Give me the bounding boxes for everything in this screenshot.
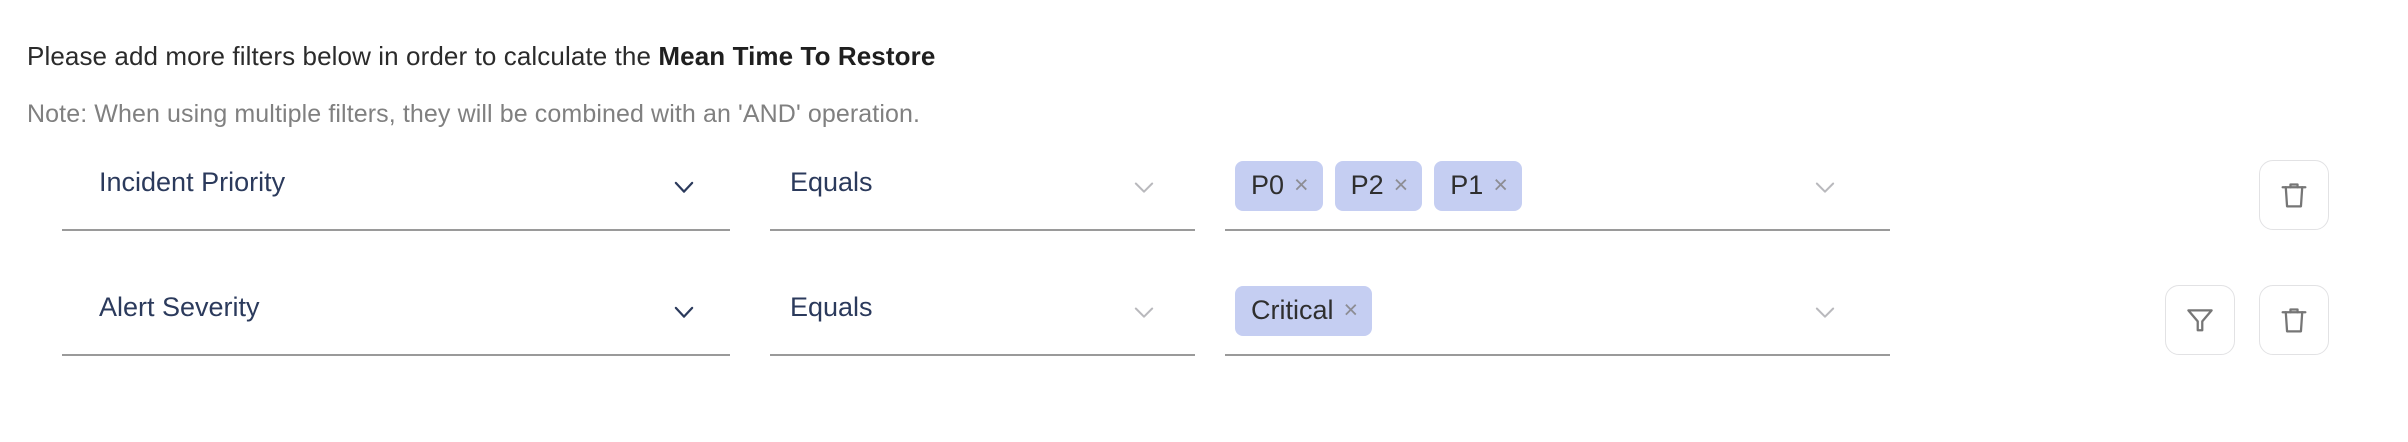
filter-row: Alert Severity Equals Critical × [0,280,2408,405]
value-token[interactable]: P1 × [1434,161,1522,211]
chevron-down-icon[interactable] [1130,298,1158,326]
attribute-select[interactable]: Incident Priority [62,155,730,231]
delete-filter-button[interactable] [2259,285,2329,355]
filter-row: Incident Priority Equals P0 × P2 × [0,155,2408,280]
attribute-select-underline [62,229,730,231]
operator-select-value: Equals [790,292,873,322]
chevron-down-icon[interactable] [1811,173,1839,201]
operator-select-value: Equals [790,167,873,197]
attribute-select[interactable]: Alert Severity [62,280,730,356]
close-icon[interactable]: × [1393,171,1409,199]
page-title: Please add more filters below in order t… [27,40,935,72]
value-multiselect[interactable]: Critical × [1225,280,1890,356]
metric-name: Mean Time To Restore [658,41,936,71]
operator-select-underline [770,354,1195,356]
value-multiselect-underline [1225,354,1890,356]
chevron-down-icon[interactable] [670,173,698,201]
close-icon[interactable]: × [1294,171,1309,199]
close-icon[interactable]: × [1493,171,1508,199]
value-token-label: Critical [1251,295,1334,325]
trash-icon [2281,183,2307,208]
attribute-select-value: Incident Priority [99,167,286,197]
chevron-down-icon[interactable] [1130,173,1158,201]
value-multiselect[interactable]: P0 × P2 × P1 × [1225,155,1890,231]
operator-select[interactable]: Equals [770,155,1195,231]
value-token[interactable]: Critical × [1235,286,1373,336]
close-icon[interactable]: × [1343,296,1359,324]
value-token-list: Critical × [1235,286,1373,336]
funnel-icon [2187,309,2213,332]
operator-select-underline [770,229,1195,231]
value-token[interactable]: P2 × [1334,161,1423,211]
chevron-down-icon[interactable] [1811,298,1839,326]
instruction-text: Please add more filters below in order t… [27,41,659,71]
trash-icon [2281,308,2307,333]
value-token[interactable]: P0 × [1235,161,1323,211]
value-token-label: P0 [1251,170,1285,200]
operator-select[interactable]: Equals [770,280,1195,356]
chevron-down-icon[interactable] [670,298,698,326]
attribute-select-underline [62,354,730,356]
value-token-list: P0 × P2 × P1 × [1235,161,1522,211]
delete-filter-button[interactable] [2259,160,2329,230]
value-token-label: P2 [1350,170,1384,200]
note-text: Note: When using multiple filters, they … [27,100,921,128]
attribute-select-value: Alert Severity [99,292,260,322]
value-multiselect-underline [1225,229,1890,231]
value-token-label: P1 [1450,170,1484,200]
sub-filter-button[interactable] [2165,285,2235,355]
